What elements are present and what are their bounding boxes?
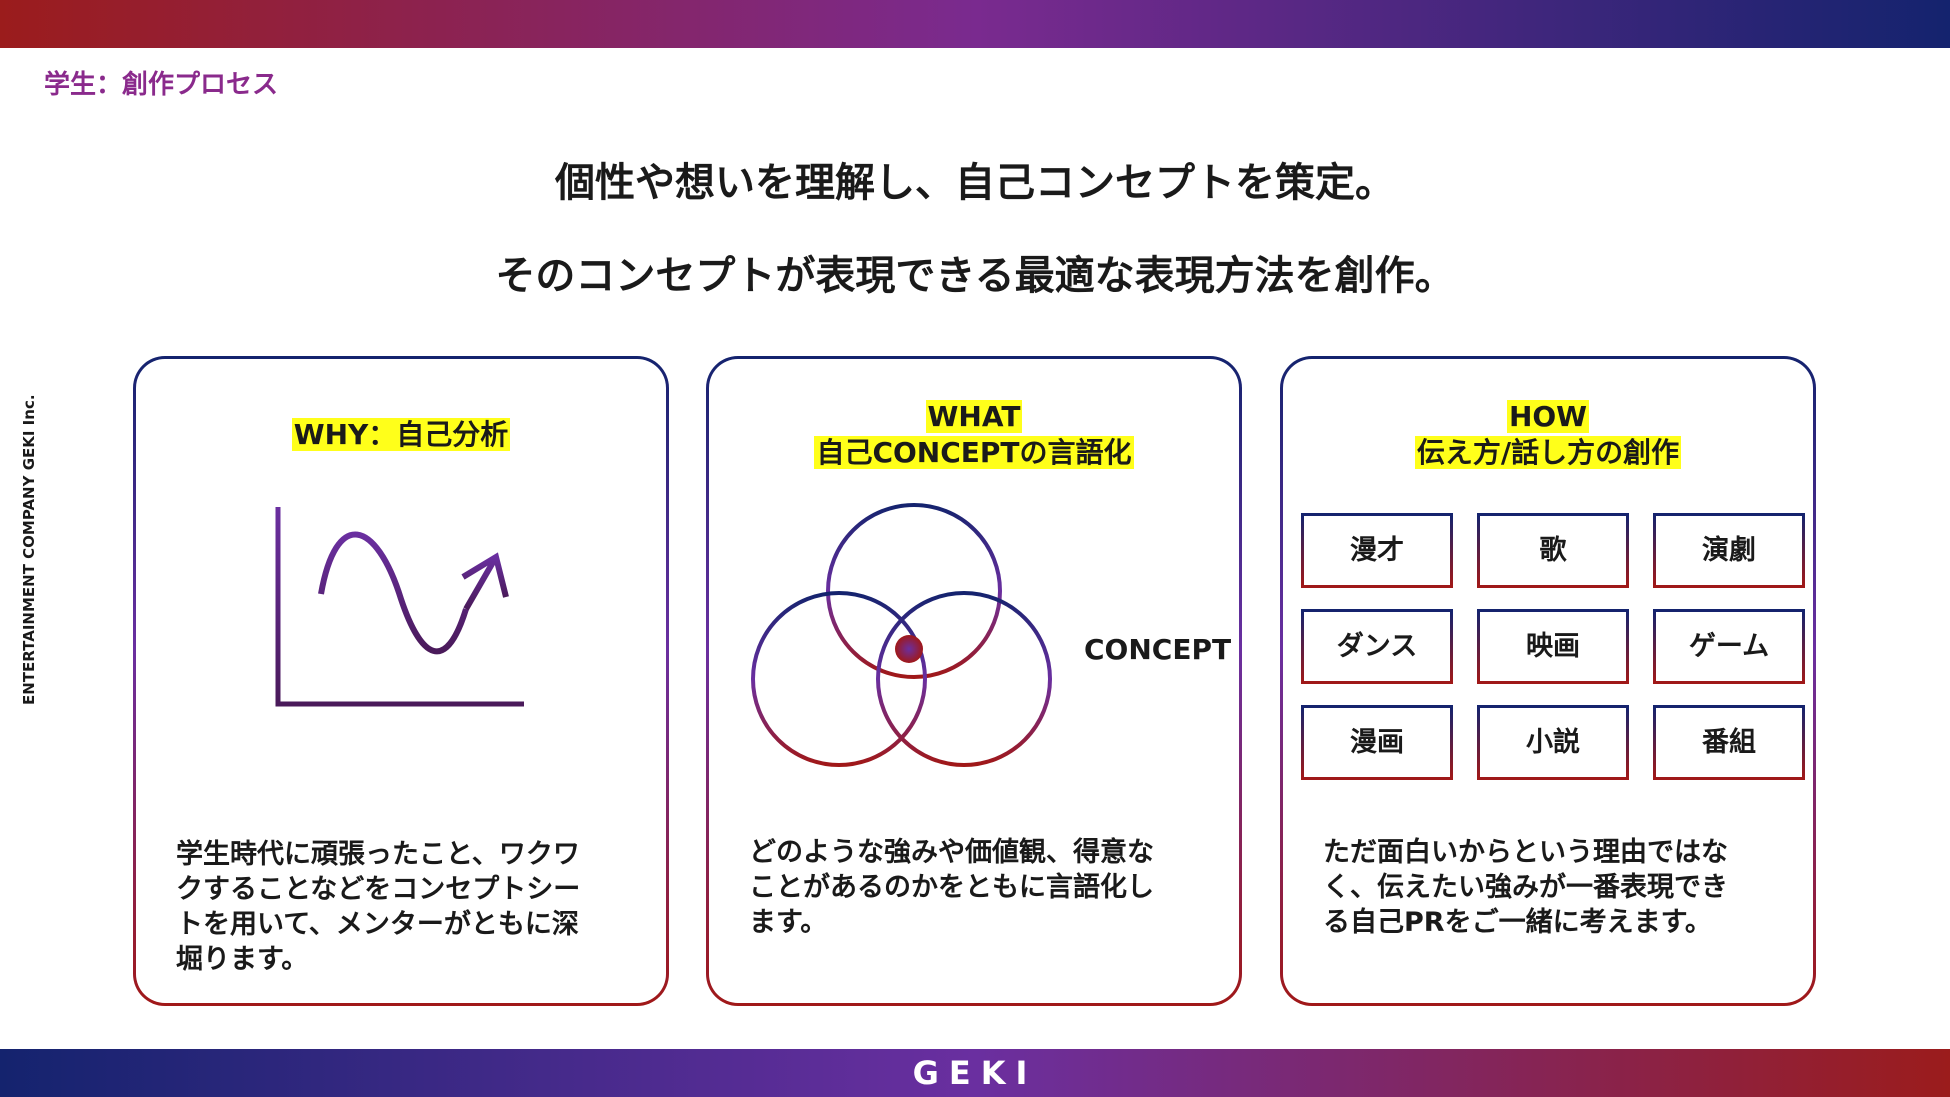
how-card-desc: ただ面白いからという理由ではな く、伝えたい強みが一番表現でき る自己PRをご一… <box>1323 837 1728 938</box>
section-label: 学生：創作プロセス <box>44 70 279 100</box>
method-film: 映画 <box>1477 609 1629 684</box>
company-side-text: ENTERTAINMENT COMPANY GEKI Inc. <box>20 394 38 705</box>
headline-1: 個性や想いを理解し、自己コンセプトを策定。 <box>555 160 1395 206</box>
method-dance: ダンス <box>1301 609 1453 684</box>
what-card: WHAT 自己CONCEPTの言語化 CONCEPT どのような強みや価値観、得… <box>706 356 1242 1006</box>
method-program: 番組 <box>1653 705 1805 780</box>
headline-2: そのコンセプトが表現できる最適な表現方法を創作。 <box>495 253 1455 299</box>
growth-chart-icon <box>275 507 524 707</box>
geki-logo: GEKI <box>912 1054 1038 1092</box>
how-card: HOW 伝え方/話し方の創作 漫才 歌 演劇 ダンス 映画 ゲーム 漫画 小説 … <box>1280 356 1816 1006</box>
method-theater: 演劇 <box>1653 513 1805 588</box>
method-manzai: 漫才 <box>1301 513 1453 588</box>
method-song: 歌 <box>1477 513 1629 588</box>
venn-diagram-icon: CONCEPT <box>751 503 1231 767</box>
why-card-desc: 学生時代に頑張ったこと、ワクワ クすることなどをコンセプトシー トを用いて、メン… <box>176 839 581 975</box>
method-game: ゲーム <box>1653 609 1805 684</box>
what-card-title: WHAT 自己CONCEPTの言語化 <box>814 400 1134 469</box>
bottom-gradient-bar <box>0 1049 1950 1097</box>
method-manga: 漫画 <box>1301 705 1453 780</box>
how-card-title: HOW 伝え方/話し方の創作 <box>1414 400 1682 469</box>
why-card: WHY：自己分析 学生時代に頑張ったこと、ワクワ クすることなどをコンセプトシー… <box>133 356 669 1006</box>
why-card-title: WHY：自己分析 <box>291 418 511 451</box>
top-gradient-bar <box>0 0 1950 48</box>
what-card-desc: どのような強みや価値観、得意な ことがあるのかをともに言語化し ます。 <box>749 837 1154 938</box>
concept-label: CONCEPT <box>1084 633 1231 666</box>
method-novel: 小説 <box>1477 705 1629 780</box>
